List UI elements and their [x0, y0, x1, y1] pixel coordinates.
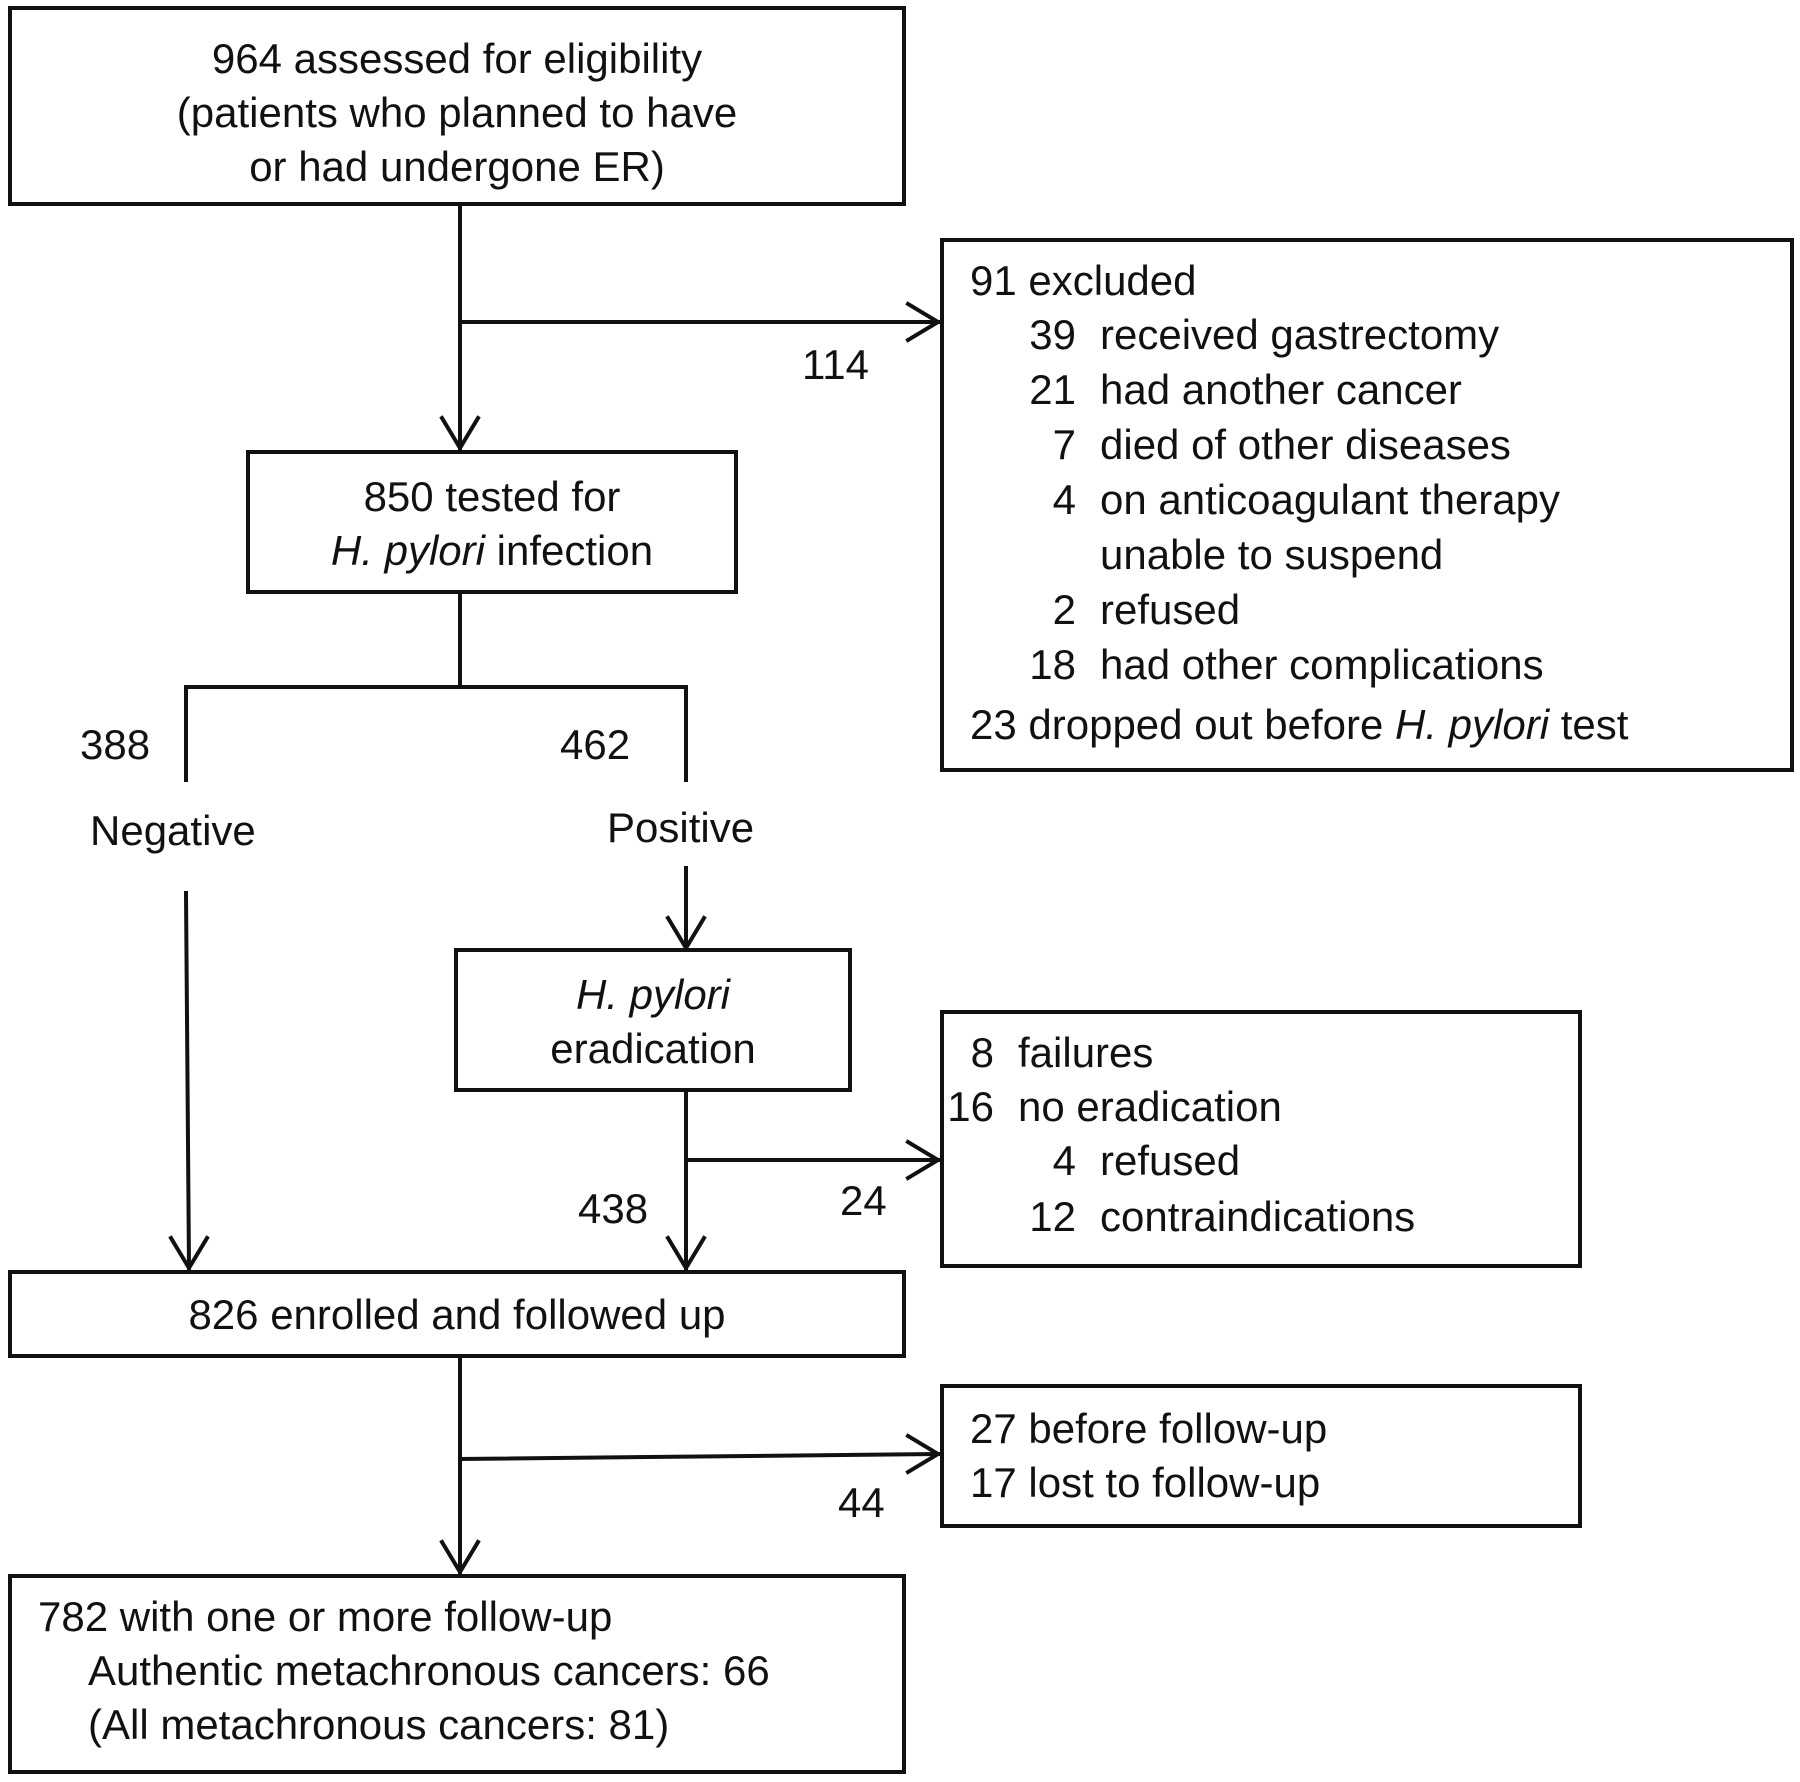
- excluded-reason-count: 7: [1052, 421, 1076, 468]
- no-eradication-box: 8 failures 16 no eradication 4 refused 12 contr…: [940, 1010, 1582, 1268]
- tested-box: 850 tested for H. pylori infection: [246, 450, 738, 594]
- arrowhead-tested: [439, 415, 481, 452]
- eligibility-box: 964 assessed for eligibility (patients w…: [8, 6, 906, 206]
- negative-count: 388: [80, 721, 151, 768]
- excluded-count: 114: [802, 341, 869, 388]
- no-eradication-row: 8 failures: [924, 1026, 1154, 1080]
- no-eradication-count-value: 8: [970, 1029, 994, 1076]
- enrolled-text: 826 enrolled and followed up: [188, 1291, 726, 1338]
- no-eradication-text: failures: [1018, 1029, 1154, 1076]
- excluded-heading: 91 excluded: [970, 257, 1197, 304]
- dropout-prefix: 23 dropped out before: [970, 701, 1396, 748]
- excluded-reason-text: refused: [1100, 586, 1241, 633]
- negative-label: Negative: [90, 807, 256, 854]
- excluded-reason-row: 39 received gastrectomy: [1006, 308, 1499, 362]
- no-eradication-sub-text: contraindications: [1100, 1193, 1416, 1240]
- loss-box: 27 before follow-up 17 lost to follow-up: [940, 1384, 1582, 1528]
- loss-line-2: 17 lost to follow-up: [970, 1459, 1321, 1506]
- excluded-reason-text: received gastrectomy: [1100, 311, 1500, 358]
- no-eradication-sub-count: 12: [1029, 1193, 1076, 1240]
- arrowhead-negative: [168, 1235, 210, 1272]
- final-box: 782 with one or more follow-up Authentic…: [8, 1574, 906, 1774]
- no-eradication-text: no eradication: [1018, 1083, 1282, 1130]
- tested-line-1: 850 tested for: [363, 473, 621, 520]
- excluded-box: 91 excluded 39 received gastrectomy 21 had …: [940, 238, 1794, 772]
- arrowhead-loss: [905, 1433, 942, 1475]
- excluded-reason-count: 39: [1029, 311, 1076, 358]
- loss-line-1: 27 before follow-up: [970, 1405, 1328, 1452]
- excluded-reason-row: 18 had other complications: [1006, 638, 1544, 692]
- arrowhead-no-eradication: [905, 1139, 942, 1181]
- excluded-reason-count: 21: [1029, 366, 1076, 413]
- no-eradication-count: 24: [840, 1177, 887, 1224]
- excluded-reason-text: had other complications: [1100, 641, 1544, 688]
- excluded-reason-count: 4: [1052, 476, 1076, 523]
- excluded-reason-text: died of other diseases: [1100, 421, 1511, 468]
- eradicated-count: 438: [578, 1185, 649, 1232]
- positive-count: 462: [560, 721, 631, 768]
- eradication-line-2: eradication: [550, 1025, 756, 1072]
- excluded-reason-text: on anticoagulant therapy: [1100, 476, 1561, 523]
- eradication-line-1: H. pylori: [458, 968, 848, 1022]
- eradication-italic: H. pylori: [575, 971, 731, 1018]
- tested-suffix: infection: [484, 527, 654, 574]
- eligibility-line-1: 964 assessed for eligibility: [211, 35, 703, 82]
- positive-label: Positive: [607, 804, 755, 851]
- excluded-reason-row: 4 on anticoagulant therapy: [1006, 473, 1560, 527]
- arrowhead-enrolled: [665, 1235, 707, 1272]
- no-eradication-sub-count: 4: [1052, 1137, 1076, 1184]
- loss-count: 44: [838, 1479, 885, 1526]
- excluded-reason-text: unable to suspend: [1100, 531, 1444, 578]
- eradication-box: H. pylori eradication: [454, 948, 852, 1092]
- no-eradication-row: 16 no eradication: [924, 1080, 1282, 1134]
- excluded-reason-row: 2 refused: [1006, 583, 1240, 637]
- arrowhead-excluded: [905, 301, 942, 343]
- eligibility-line-3: or had undergone ER): [249, 143, 665, 190]
- no-eradication-count-value: 16: [947, 1083, 994, 1130]
- arrowhead-final: [439, 1539, 481, 1576]
- tested-line-2: H. pylori infection: [250, 524, 734, 578]
- dropout-italic: H. pylori: [1395, 701, 1550, 748]
- no-eradication-sub-text: refused: [1100, 1137, 1241, 1184]
- dropout-line: 23 dropped out before H. pylori test: [970, 698, 1628, 752]
- line-negative-to-enrolled: [183, 890, 192, 1271]
- enrolled-box: 826 enrolled and followed up: [8, 1270, 906, 1358]
- dropout-suffix: test: [1549, 701, 1629, 748]
- excluded-reason-row: 21 had another cancer: [1006, 363, 1462, 417]
- no-eradication-subrow: 4 refused: [1006, 1134, 1240, 1188]
- excluded-reason-row: 7 died of other diseases: [1006, 418, 1511, 472]
- excluded-reason-row: unable to suspend: [1006, 528, 1443, 582]
- eligibility-line-2: (patients who planned to have: [176, 89, 738, 136]
- tested-italic: H. pylori: [330, 527, 485, 574]
- excluded-reason-text: had another cancer: [1100, 366, 1462, 413]
- no-eradication-subrow: 12 contraindications: [1006, 1190, 1415, 1244]
- final-line-2: Authentic metachronous cancers: 66: [88, 1647, 770, 1694]
- excluded-reason-count: 2: [1052, 586, 1076, 633]
- excluded-reason-count: 18: [1029, 641, 1076, 688]
- final-line-1: 782 with one or more follow-up: [38, 1593, 613, 1640]
- line-to-loss: [457, 1451, 941, 1462]
- final-line-3: (All metachronous cancers: 81): [88, 1701, 670, 1748]
